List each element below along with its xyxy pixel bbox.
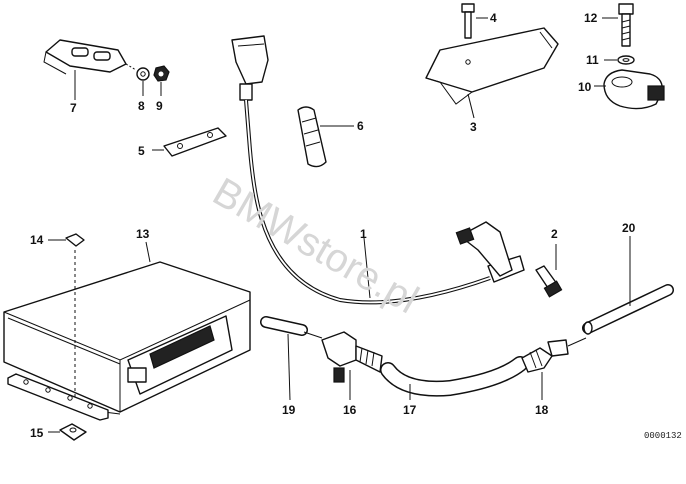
part-6-sleeve[interactable]: [297, 106, 327, 168]
part-5-clip[interactable]: [163, 127, 227, 157]
callout-5[interactable]: 5: [138, 144, 145, 158]
part-20-hose[interactable]: [582, 284, 674, 335]
callout-12[interactable]: 12: [584, 11, 598, 25]
callout-1[interactable]: 1: [360, 227, 367, 241]
callout-16[interactable]: 16: [343, 403, 357, 417]
part-10-knock-sensor[interactable]: [603, 69, 665, 110]
part-14-clip[interactable]: [65, 233, 85, 247]
reference-code: 0000132: [644, 431, 682, 441]
part-11-washer[interactable]: [617, 55, 635, 65]
part-4-screw[interactable]: [461, 3, 475, 39]
callout-13[interactable]: 13: [136, 227, 150, 241]
callout-3[interactable]: 3: [470, 120, 477, 134]
callout-11[interactable]: 11: [586, 53, 599, 67]
callout-2[interactable]: 2: [551, 227, 558, 241]
dash-7-8: [125, 63, 137, 71]
leader-3: [467, 93, 475, 119]
callout-7[interactable]: 7: [70, 101, 77, 115]
part-15-nut-plate[interactable]: [59, 423, 87, 441]
callout-19[interactable]: 19: [282, 403, 296, 417]
leader-1: [363, 237, 371, 299]
callout-17[interactable]: 17: [403, 403, 417, 417]
callout-18[interactable]: 18: [535, 403, 549, 417]
callout-8[interactable]: 8: [138, 99, 145, 113]
part-8-washer[interactable]: [136, 67, 150, 81]
part-18-connector[interactable]: [521, 337, 587, 373]
leader-13: [145, 241, 151, 263]
part-12-bolt[interactable]: [618, 3, 634, 47]
leader-19: [287, 333, 291, 401]
part-1-sensor-cable[interactable]: [231, 35, 525, 305]
callout-10[interactable]: 10: [578, 80, 592, 94]
callout-9[interactable]: 9: [156, 99, 163, 113]
callout-15[interactable]: 15: [30, 426, 44, 440]
part-9-nut[interactable]: [153, 65, 170, 82]
part-13-control-unit[interactable]: [3, 261, 251, 421]
callout-20[interactable]: 20: [622, 221, 636, 235]
callout-6[interactable]: 6: [357, 119, 364, 133]
part-16-valve[interactable]: [303, 331, 383, 383]
part-2-screw[interactable]: [535, 265, 563, 298]
part-3-cover[interactable]: [425, 27, 559, 105]
callout-4[interactable]: 4: [490, 11, 497, 25]
callout-14[interactable]: 14: [30, 233, 44, 247]
part-7-bracket[interactable]: [43, 39, 127, 75]
part-17-hose[interactable]: [380, 356, 528, 397]
part-19-hose[interactable]: [260, 316, 308, 336]
